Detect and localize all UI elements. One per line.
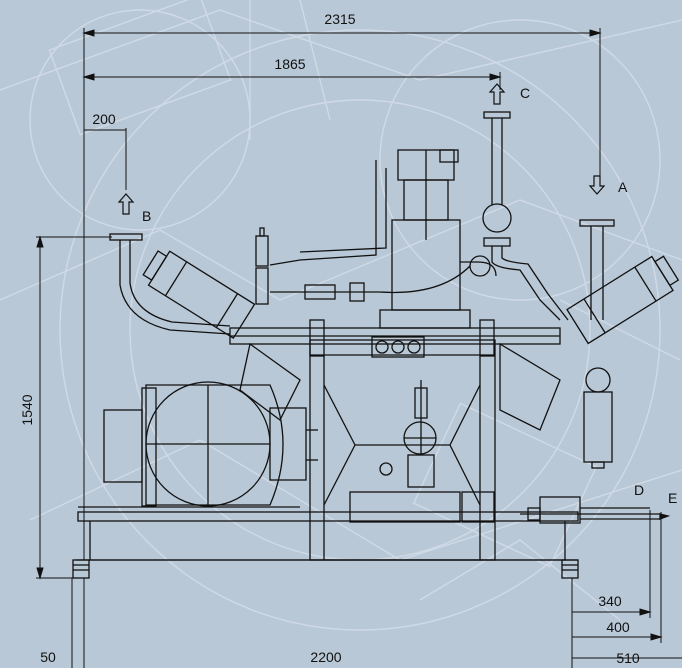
background-watermark — [0, 0, 682, 631]
dimension-right-510: 510 — [616, 650, 640, 666]
dimension-base-length: 2200 — [310, 649, 341, 665]
compressor-machine — [72, 111, 680, 579]
dimension-right-400: 400 — [606, 619, 630, 635]
dimension-lines — [36, 28, 682, 668]
connection-label-e: E — [668, 490, 677, 506]
connection-label-c: C — [520, 85, 530, 101]
dimension-height: 1540 — [19, 394, 35, 425]
dimension-overall-width: 2315 — [324, 11, 355, 27]
connection-label-a: A — [618, 179, 628, 195]
connection-label-b: B — [142, 208, 151, 224]
connection-label-d: D — [634, 482, 644, 498]
dimension-left-offset: 200 — [92, 111, 116, 127]
dimension-inner-width: 1865 — [274, 56, 305, 72]
flow-arrows — [117, 83, 606, 215]
dimension-right-340: 340 — [598, 593, 622, 609]
dimension-foot: 50 — [40, 649, 56, 665]
